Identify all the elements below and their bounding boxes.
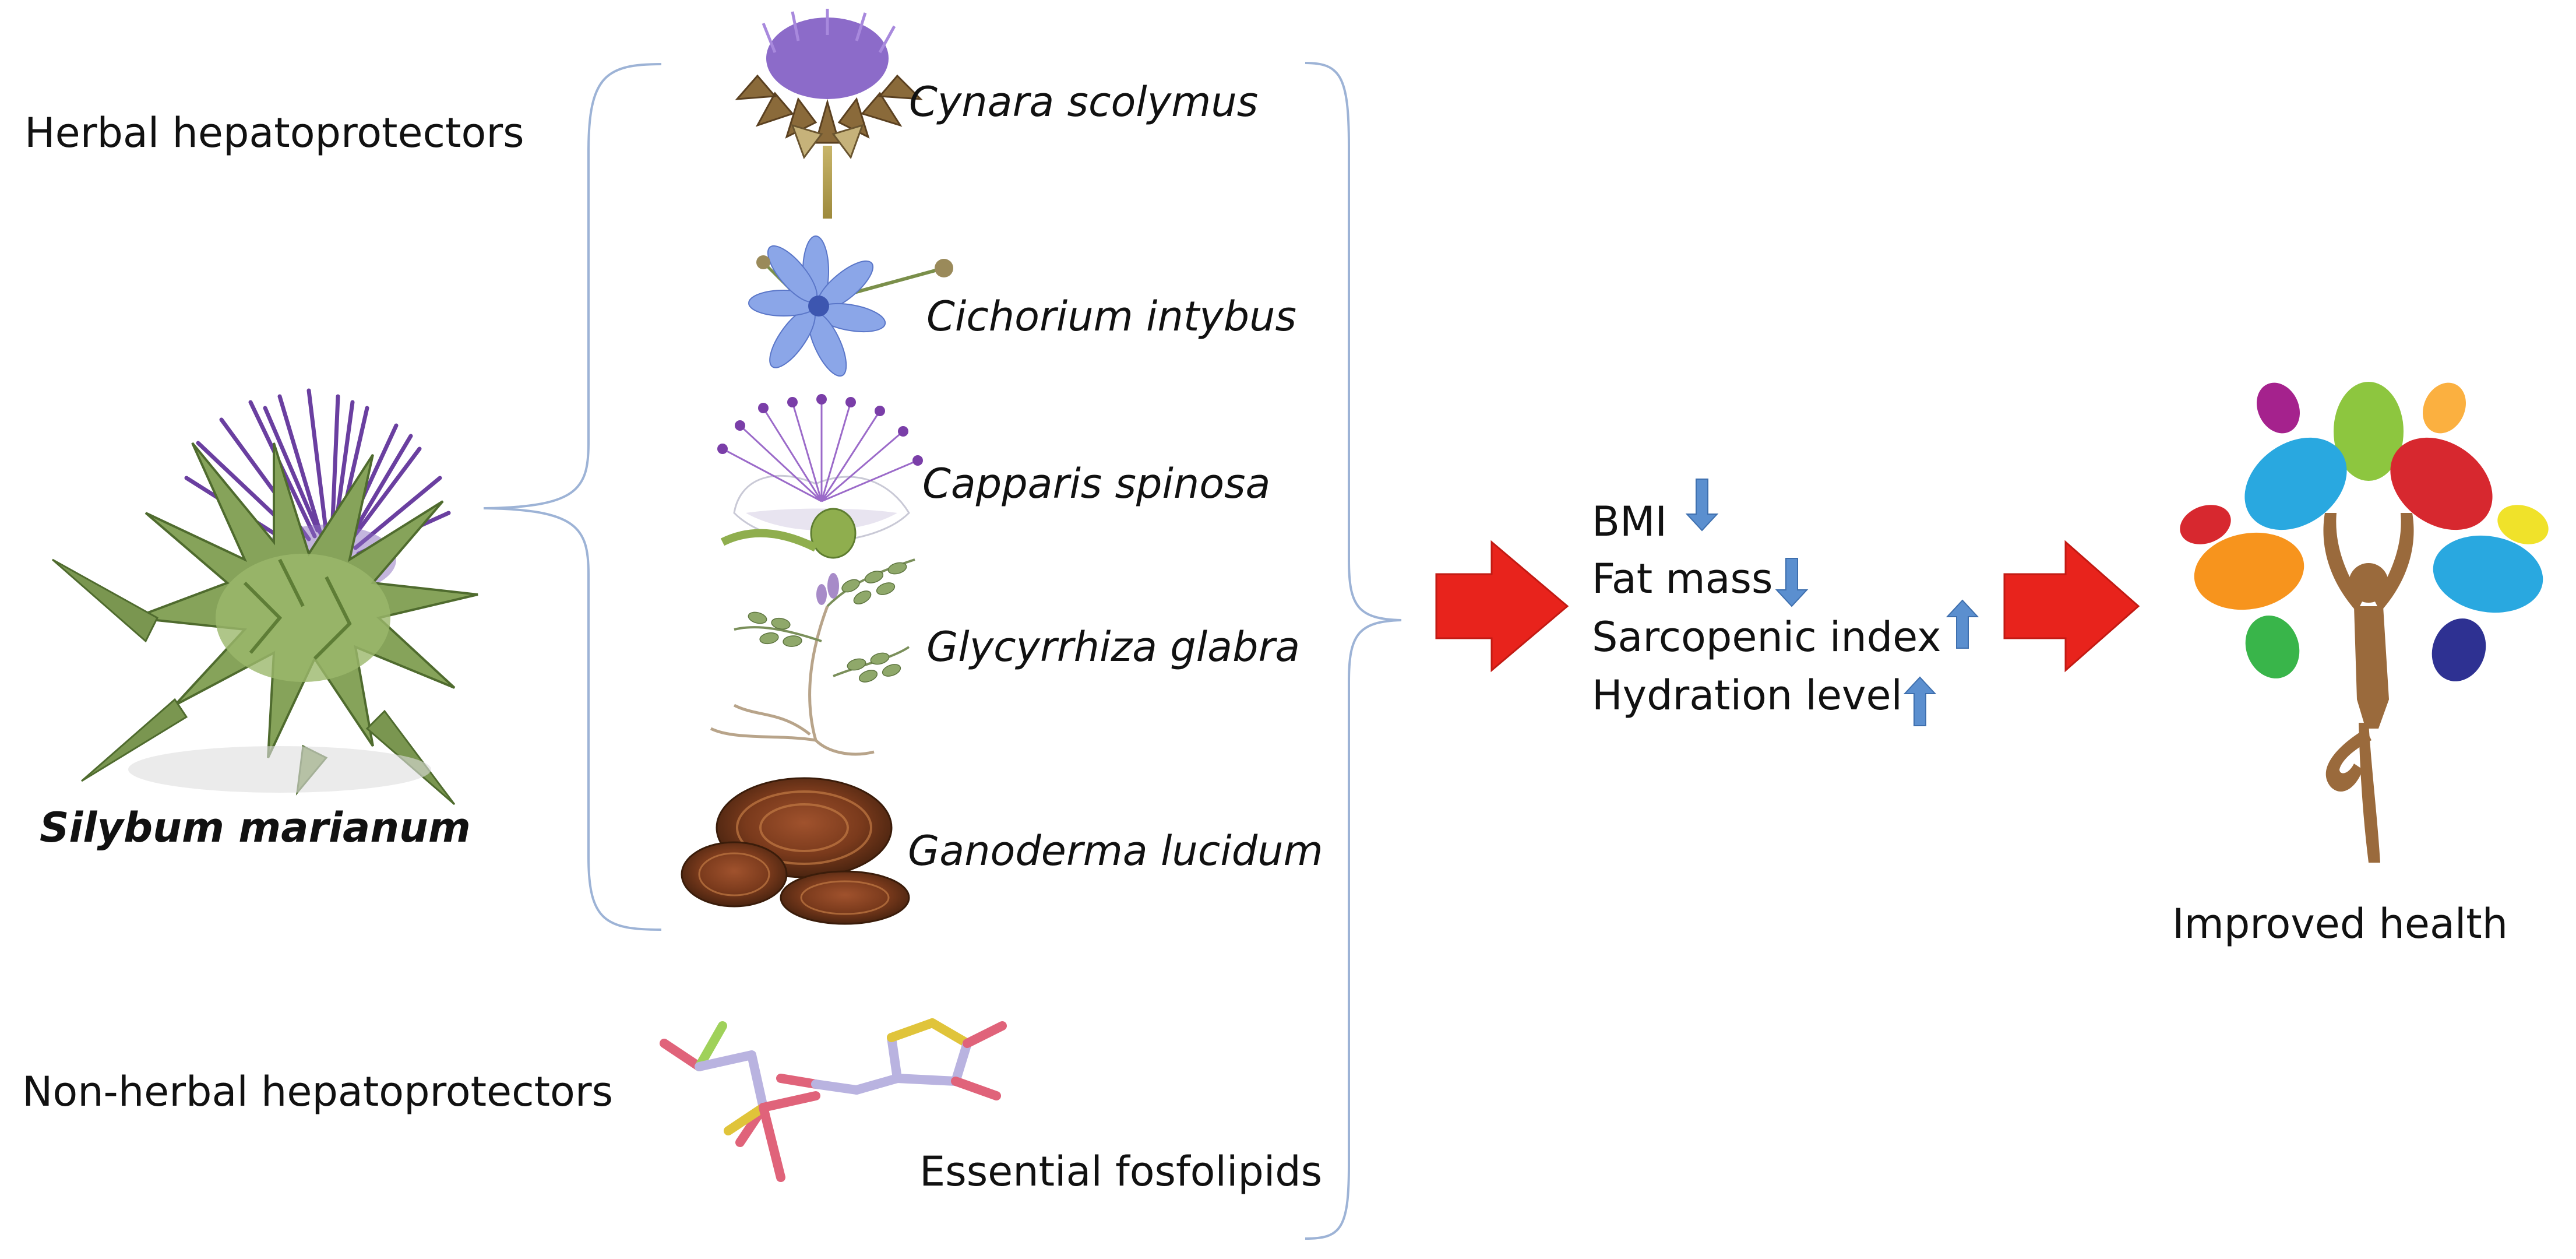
plant-label-cynara-scolymus: Cynara scolymus [909,78,1259,126]
effect-label-hydration-level: Hydration level [1592,671,1902,719]
plant-label-cichorium-intybus: Cichorium intybus [926,293,1296,340]
non-herbal-hepatoprotectors-label: Non-herbal hepatoprotectors [22,1068,614,1116]
glycyrrhiza-glabra-illustration [710,558,915,756]
herbal-hepatoprotectors-label: Herbal hepatoprotectors [24,109,524,157]
ganoderma-lucidum-illustration [681,777,910,925]
plant-label-ganoderma-lucidum: Ganoderma lucidum [908,827,1323,875]
bmi-down-arrow-icon [1685,479,1719,532]
flow-arrow-1 [1435,540,1569,673]
essential-fosfolipids-label: Essential fosfolipids [919,1148,1323,1195]
sarcopenic-index-up-arrow-icon [1946,599,1979,649]
hydration-level-up-arrow-icon [1903,676,1937,726]
right-brace [1305,62,1402,1240]
phospholipid-molecule-illustration [660,1018,1007,1182]
left-brace [483,63,662,931]
fat-mass-down-arrow-icon [1775,558,1809,607]
capparis-spinosa-illustration [717,394,923,559]
plant-label-capparis-spinosa: Capparis spinosa [922,460,1271,508]
tree-of-health-illustration [2180,382,2549,863]
plant-label-glycyrrhiza-glabra: Glycyrrhiza glabra [926,623,1301,671]
silybum-marianum-illustration [52,388,478,806]
cynara-scolymus-illustration [735,9,923,219]
effect-label-fat-mass: Fat mass [1592,555,1773,603]
improved-health-label: Improved health [2172,900,2508,948]
flow-arrow-2 [2003,540,2140,673]
effect-label-sarcopenic-index: Sarcopenic index [1592,613,1941,661]
effect-label-bmi: BMI [1592,498,1668,546]
silybum-marianum-label: Silybum marianum [40,804,471,852]
cichorium-intybus-illustration [748,235,953,377]
